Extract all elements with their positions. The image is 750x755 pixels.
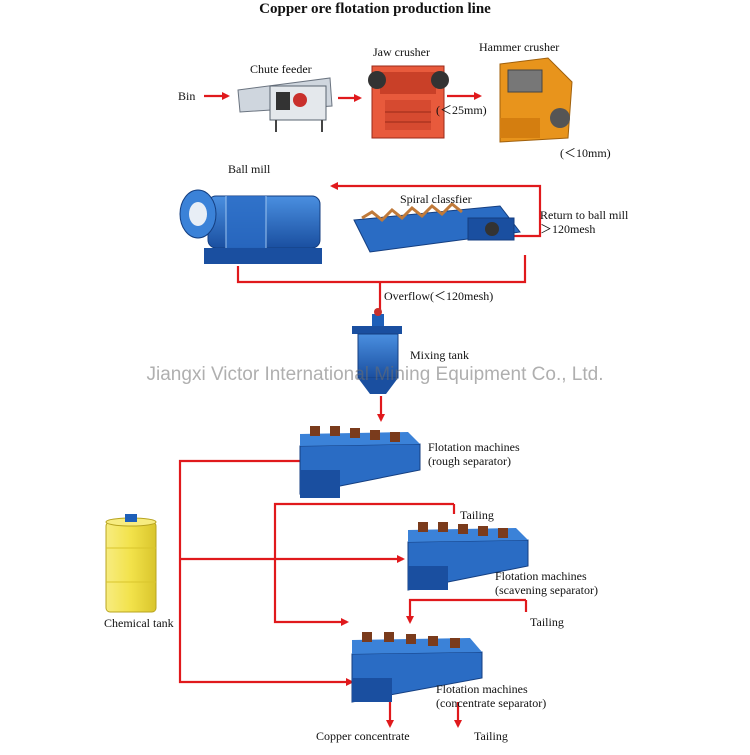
return-loop — [330, 182, 542, 238]
scav-tailing-line — [406, 598, 526, 624]
flotation-concentrate-icon — [351, 632, 483, 703]
page-title: Copper ore flotation production line — [259, 1, 491, 17]
hammer-crusher-icon — [499, 57, 573, 143]
flotation-scavenger-icon — [407, 522, 529, 591]
label-conc-title: Flotation machines — [436, 682, 528, 696]
label-rough-title: Flotation machines — [428, 440, 520, 454]
label-chute-feeder: Chute feeder — [250, 62, 312, 76]
label-copper-concentrate: Copper concentrate — [316, 729, 410, 743]
chemical-tank-icon — [105, 514, 157, 613]
label-tailing-3: Tailing — [474, 729, 508, 743]
chute-feeder-icon — [237, 77, 333, 132]
label-hammer-crusher: Hammer crusher — [479, 40, 560, 54]
flotation-rough-icon — [299, 426, 421, 498]
label-bin: Bin — [178, 89, 196, 103]
label-scav-title: Flotation machines — [495, 569, 587, 583]
watermark: Jiangxi Victor International Mining Equi… — [146, 364, 604, 385]
label-tailing-1: Tailing — [460, 508, 494, 522]
label-return-ball-mill: Return to ball mill — [540, 208, 629, 222]
ball-mill-icon — [179, 189, 322, 264]
label-return-mesh: ＞120mesh — [540, 222, 596, 236]
label-mixing-tank: Mixing tank — [410, 348, 469, 362]
flow-lines — [178, 92, 542, 728]
spiral-classifier-icon — [353, 201, 521, 253]
label-scav-subtitle: (scavening separator) — [495, 583, 598, 597]
jaw-crusher-icon — [368, 65, 449, 139]
label-size-10mm: (＜10mm) — [560, 146, 611, 160]
label-jaw-crusher: Jaw crusher — [373, 45, 430, 59]
label-ball-mill: Ball mill — [228, 162, 271, 176]
label-conc-subtitle: (concentrate separator) — [436, 696, 547, 710]
label-overflow: Overflow(＜120mesh) — [384, 289, 494, 303]
label-tailing-2: Tailing — [530, 615, 564, 629]
mixing-tank-icon — [352, 308, 402, 394]
ballmill-outlet-loop — [236, 255, 527, 284]
rough-tailing-line — [273, 502, 454, 626]
chemical-feed-line — [178, 459, 354, 686]
label-chemical-tank: Chemical tank — [104, 616, 174, 630]
label-rough-subtitle: (rough separator) — [428, 454, 511, 468]
label-spiral-classifier: Spiral classfier — [400, 192, 472, 206]
label-size-25mm: (＜25mm) — [436, 103, 487, 117]
